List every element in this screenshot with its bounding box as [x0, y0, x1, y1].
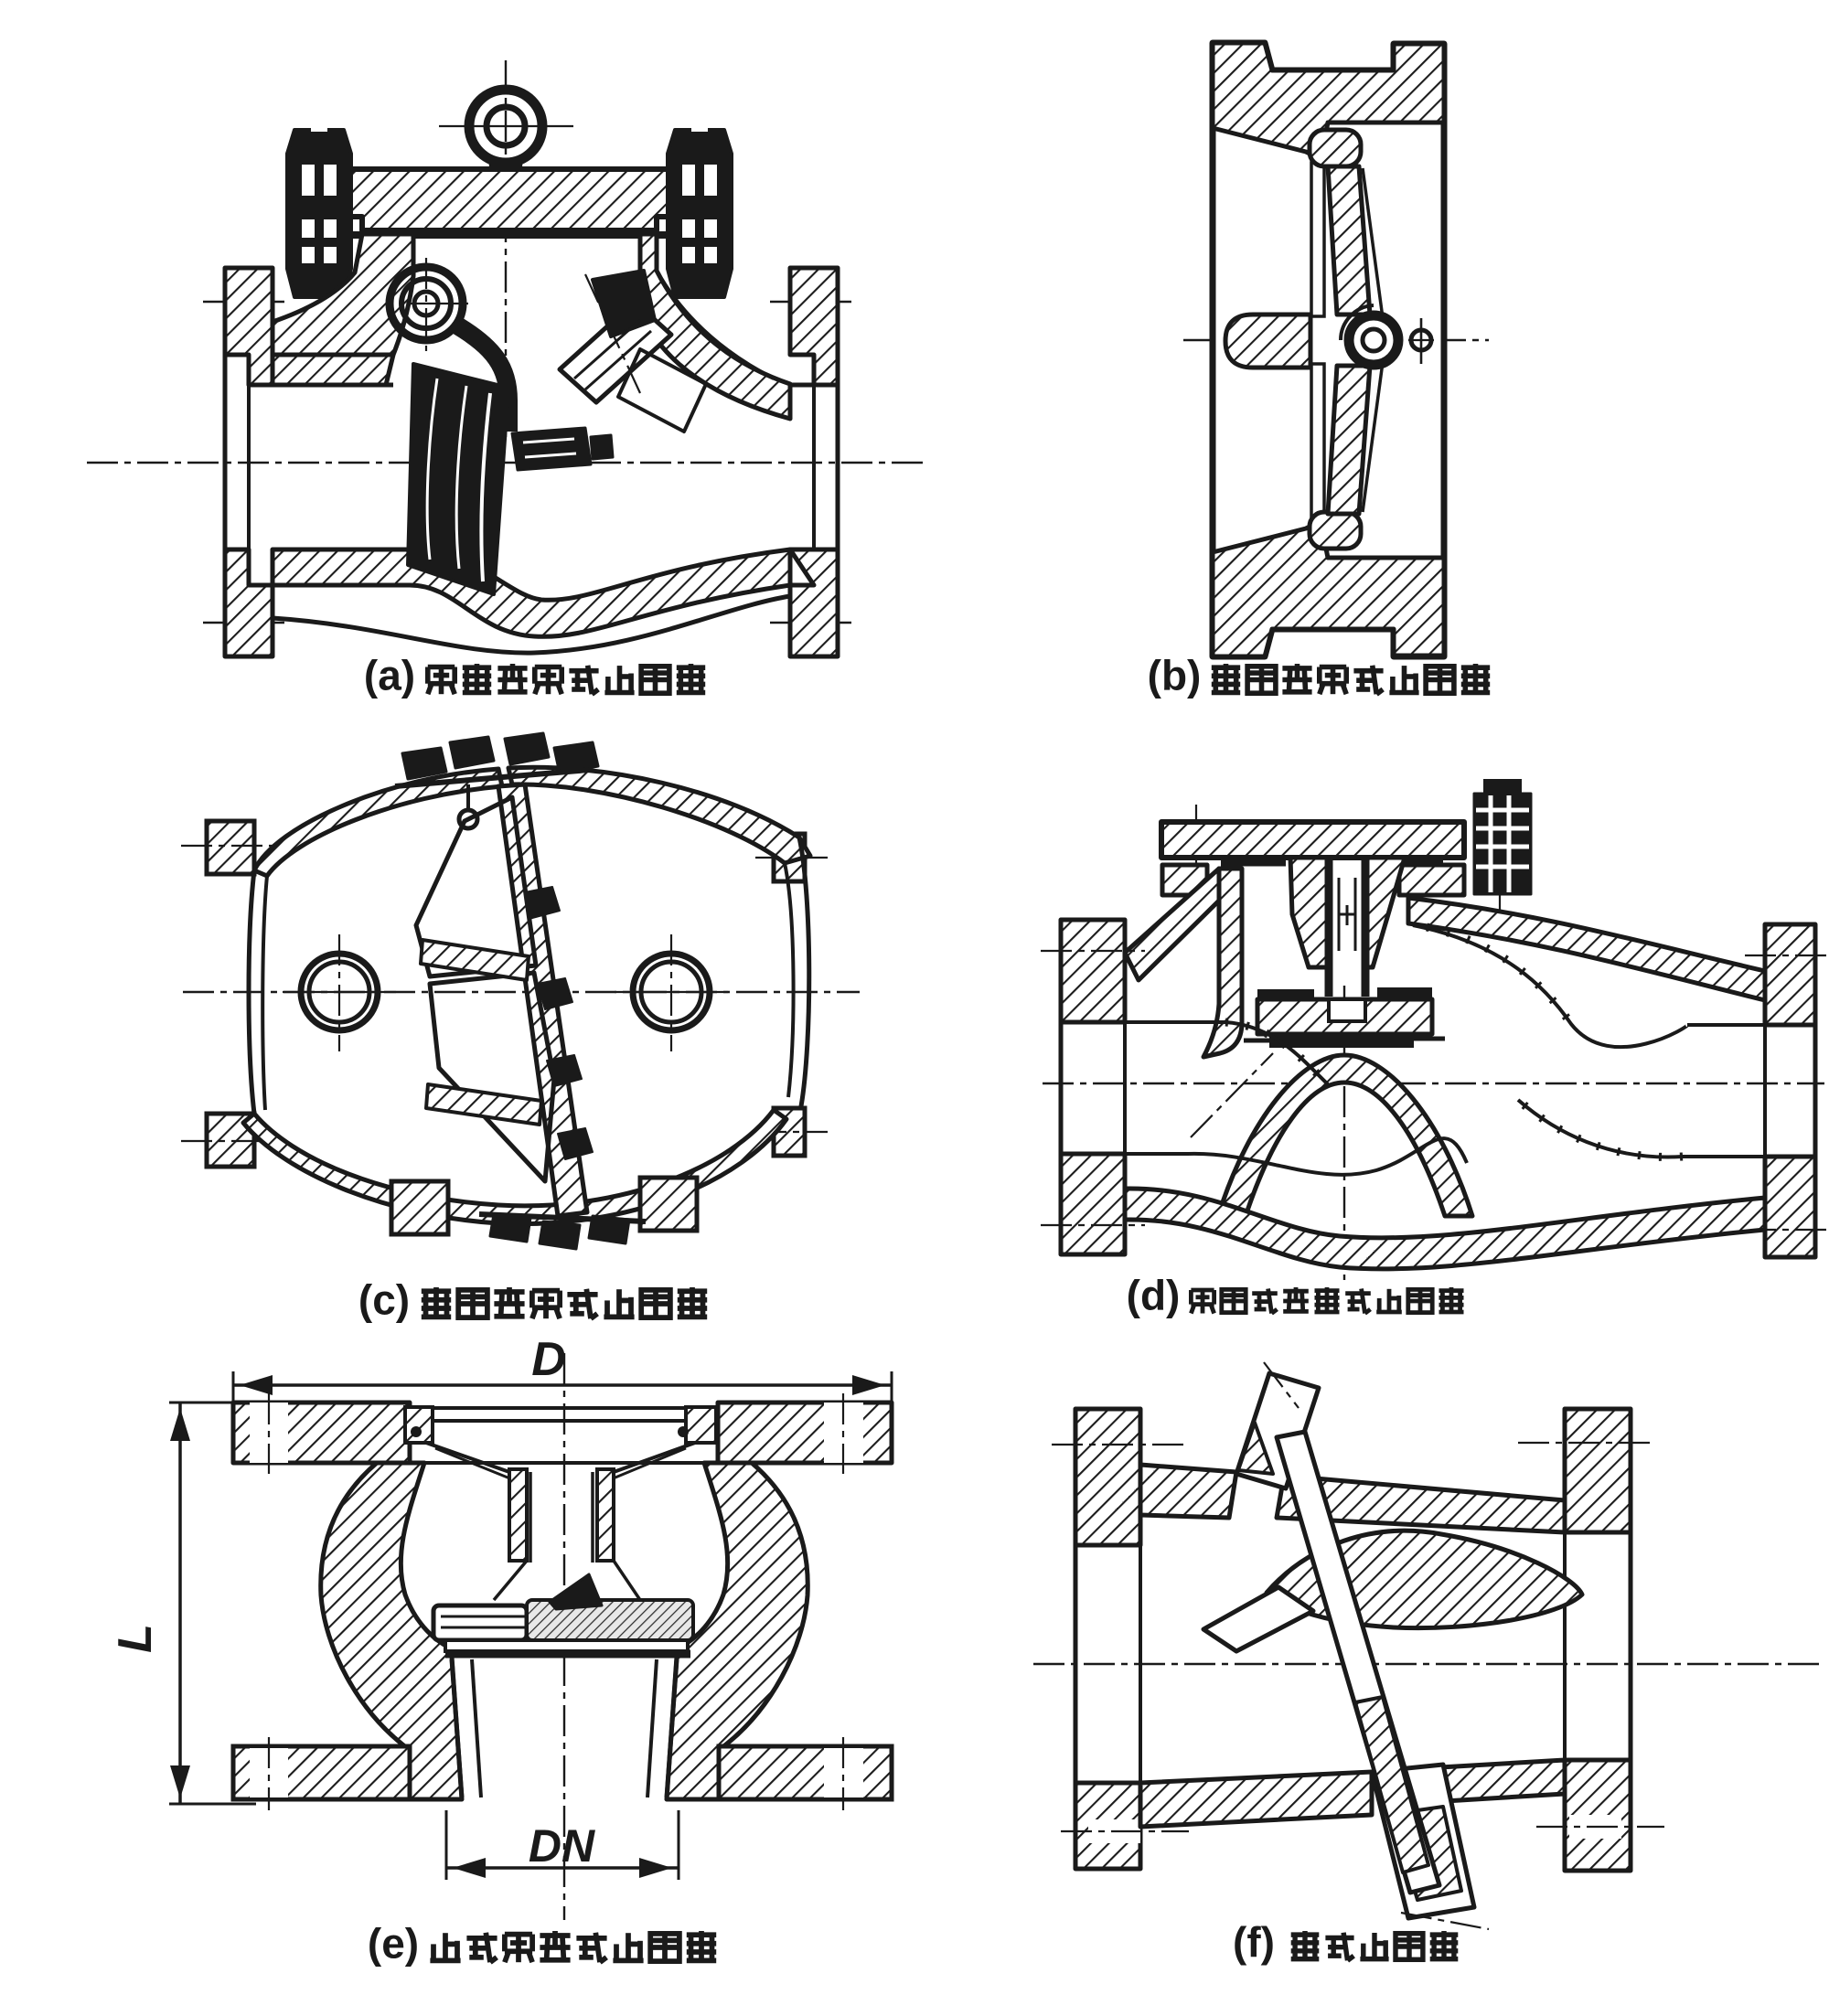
- svg-text:(e): (e): [368, 1920, 419, 1968]
- svg-text:(c): (c): [358, 1276, 410, 1324]
- svg-text:(f): (f): [1233, 1918, 1275, 1966]
- svg-text:(d): (d): [1127, 1272, 1181, 1319]
- svg-text:(a): (a): [364, 652, 415, 699]
- svg-text:D: D: [531, 1333, 566, 1386]
- svg-text:(b): (b): [1148, 652, 1202, 699]
- svg-text:L: L: [109, 1624, 162, 1653]
- svg-text:DN: DN: [529, 1820, 595, 1872]
